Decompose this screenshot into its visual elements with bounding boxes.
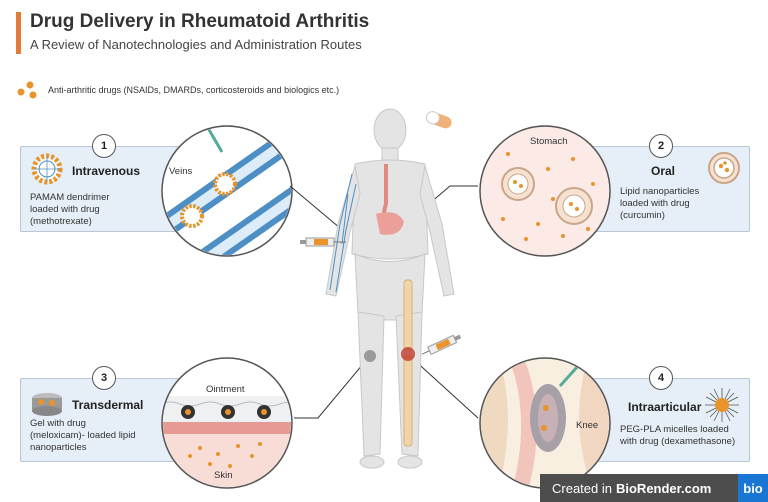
gel-container-icon [32,393,62,416]
syringe-icon [300,237,346,247]
pill-icon [425,111,452,129]
veins-detail-circle [161,125,293,257]
page-title: Drug Delivery in Rheumatoid Arthritis [30,11,370,32]
detail-label-veins: Veins [169,166,193,177]
route-number-1: 1 [92,134,116,158]
footer-prefix: Created in [552,480,612,496]
syringe-icon-knee [422,334,462,356]
legend-text: Anti-arthritic drugs (NSAIDs, DMARDs, co… [48,85,340,95]
detail-label-ointment: Ointment [206,384,245,395]
route-number-3: 3 [92,366,116,390]
stomach-detail-circle [479,125,611,257]
legend: Anti-arthritic drugs (NSAIDs, DMARDs, co… [16,80,339,100]
route-description-oral: Lipid nanoparticles loaded with drug (cu… [620,186,700,221]
knee-detail-circle [479,357,611,489]
detail-label-skin: Skin [214,470,233,481]
route-number-4: 4 [649,366,673,390]
biorender-logo-badge: bio [738,474,768,502]
page-subtitle: A Review of Nanotechnologies and Adminis… [30,37,362,52]
lipid-nanoparticle-icon [708,152,740,184]
route-description-intravenous: PAMAM dendrimer loaded with drug (methot… [30,192,110,227]
route-number-2: 2 [649,134,673,158]
detail-label-knee: Knee [576,420,599,431]
route-name-transdermal: Transdermal [72,398,144,412]
route-description-transdermal: Gel with drug (meloxicam)- loaded lipid … [30,418,136,453]
route-name-intravenous: Intravenous [72,164,141,178]
route-name-intraarticular: Intraarticular [628,400,702,414]
micelle-icon [705,388,739,422]
skin-detail-circle [161,357,293,489]
biorender-footer[interactable]: Created in BioRender.com bio [540,474,768,502]
title-accent-bar [16,12,21,54]
dendrimer-icon [31,153,63,185]
footer-brand: BioRender.com [615,480,712,496]
human-body-figure [325,108,455,469]
detail-label-stomach: Stomach [530,136,568,147]
route-description-intraarticular: PEG-PLA micelles loaded with drug (dexam… [620,424,736,447]
route-name-oral: Oral [651,164,676,178]
drug-particles-icon [17,81,37,99]
